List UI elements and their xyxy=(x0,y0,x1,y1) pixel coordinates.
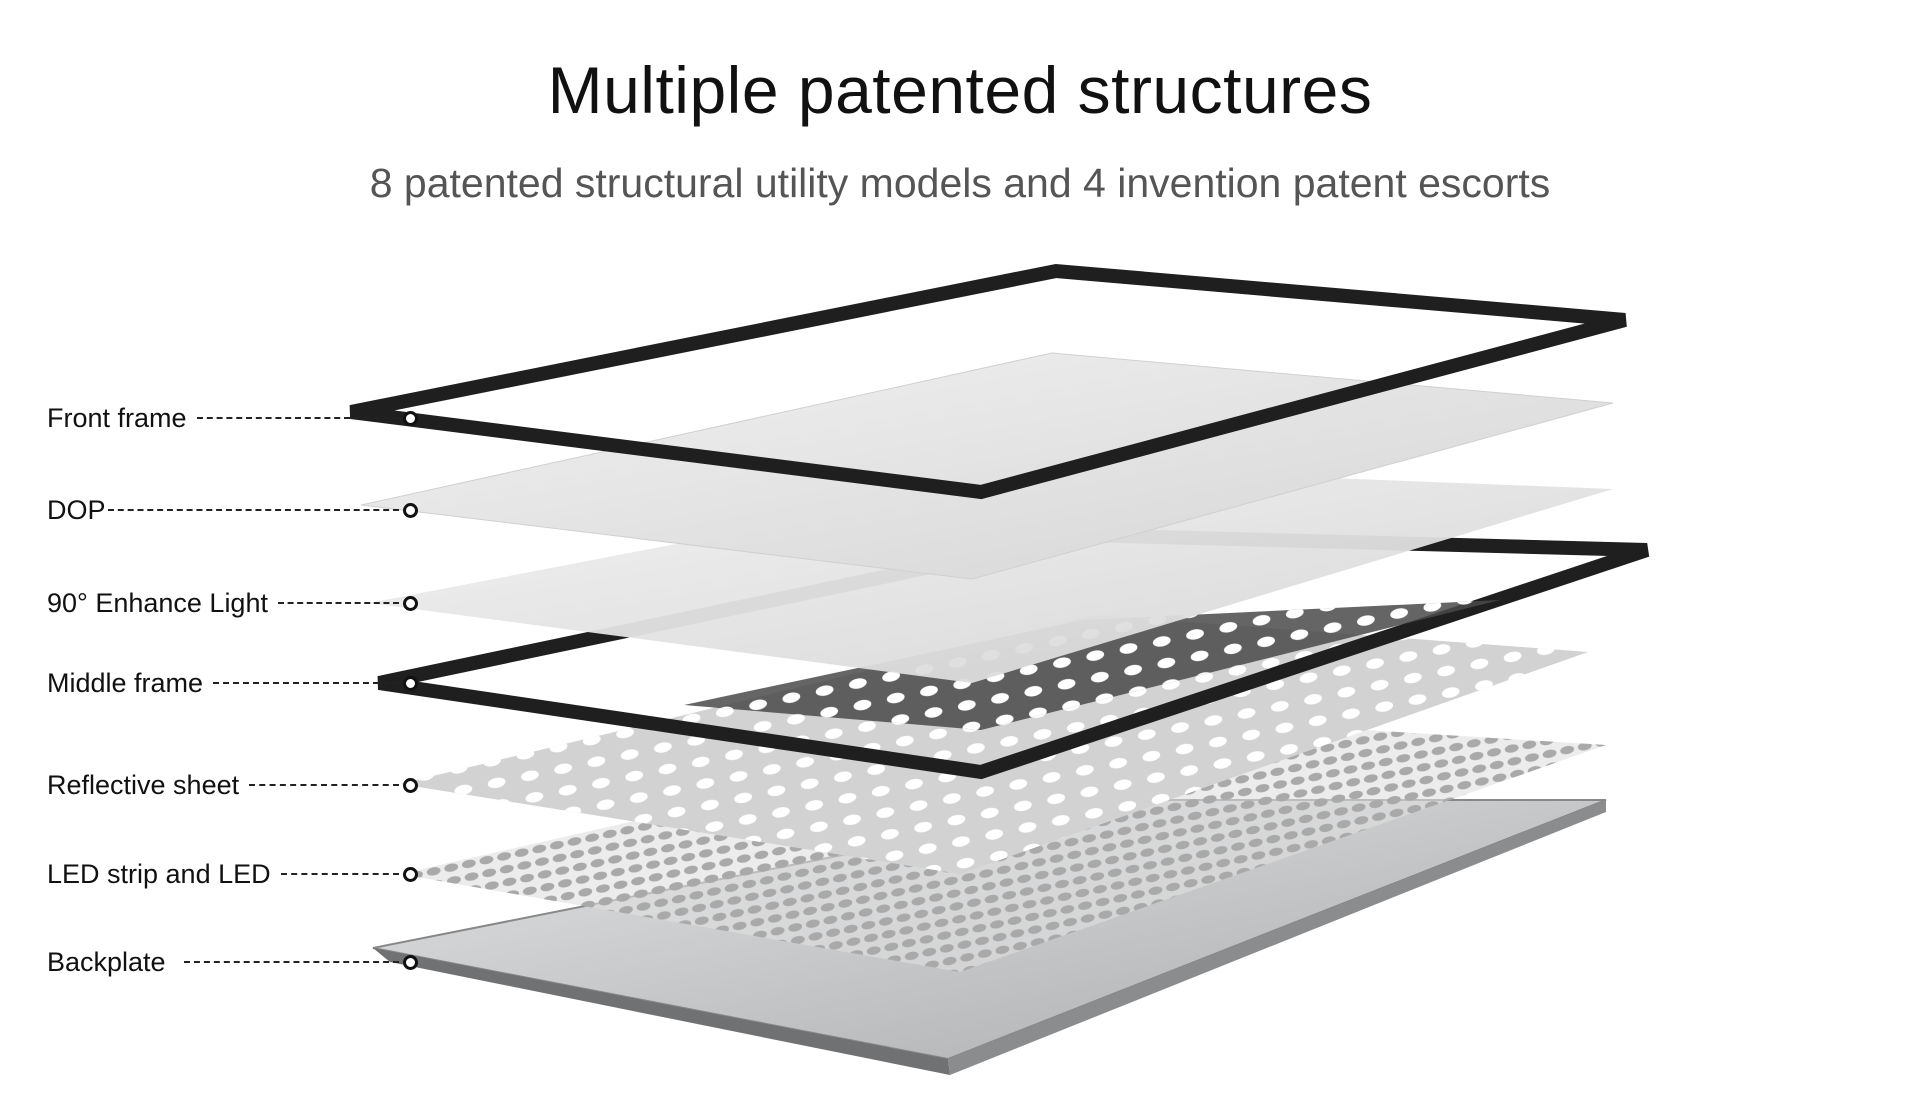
front-frame-layer xyxy=(349,263,1627,500)
label-text: Front frame xyxy=(47,402,187,433)
callout-dot-icon xyxy=(403,502,418,518)
label-led-strip: LED strip and LED xyxy=(47,859,418,889)
enhance-light-layer xyxy=(369,468,1613,683)
leader-line xyxy=(196,417,399,419)
label-middle-frame: Middle frame xyxy=(47,668,418,698)
label-front-frame: Front frame xyxy=(47,403,418,433)
leader-line xyxy=(277,602,399,604)
label-text: DOP xyxy=(47,494,106,525)
label-dop: DOP xyxy=(47,495,418,525)
label-reflective-sheet: Reflective sheet xyxy=(47,770,418,800)
leader-line xyxy=(280,873,399,875)
callout-dot-icon xyxy=(403,595,418,611)
label-enhance-light: 90° Enhance Light xyxy=(47,588,418,618)
leader-line xyxy=(183,961,399,963)
callout-dot-icon xyxy=(403,410,418,426)
callout-dot-icon xyxy=(403,954,418,970)
label-text: Backplate xyxy=(47,946,166,977)
label-text: Middle frame xyxy=(47,667,204,698)
callout-dot-icon xyxy=(403,675,418,691)
label-text: 90° Enhance Light xyxy=(47,587,268,618)
page-title: Multiple patented structures xyxy=(547,53,1373,127)
leader-line xyxy=(213,682,399,684)
label-text: LED strip and LED xyxy=(47,858,271,889)
reflective-sheet-layer xyxy=(400,615,1588,874)
label-backplate: Backplate xyxy=(47,947,418,977)
callout-dot-icon xyxy=(403,777,418,793)
leader-line xyxy=(107,509,399,511)
label-text: Reflective sheet xyxy=(47,769,240,800)
page-subtitle: 8 patented structural utility models and… xyxy=(369,160,1551,206)
callout-dot-icon xyxy=(403,866,418,882)
leader-line xyxy=(249,784,399,786)
